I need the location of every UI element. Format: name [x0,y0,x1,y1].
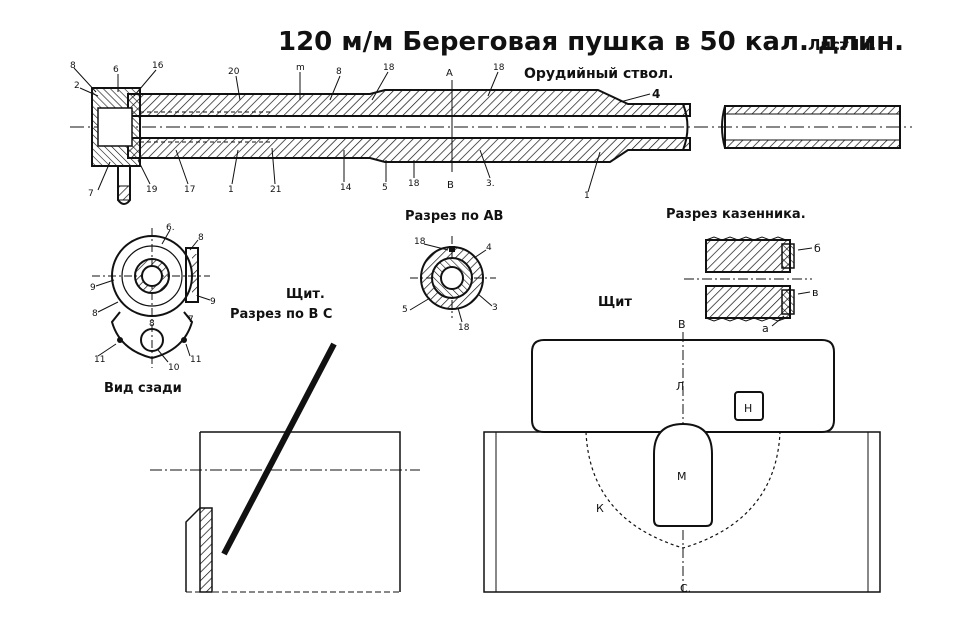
callout-top-18: 18 [383,63,395,73]
rear-callout-8c: 8 [149,319,155,329]
breech-section-drawing: Разрез казенника. б в а [666,207,821,335]
breech-callout-v: в [812,286,818,299]
rear-callout-10: 10 [168,363,180,373]
callout-bot-1b: 1 [584,191,590,201]
shield-letter-n: Н [744,402,752,415]
shield-letter-l: Л [676,380,684,393]
shield-side-caption: Щит. [286,287,325,302]
shield-side-outline [185,431,401,592]
callout-top-8: 8 [70,61,76,71]
ab-callout-18: 18 [414,237,426,247]
callout-bot-21: 21 [270,185,281,195]
callout-bot-3: 3. [486,179,495,189]
section-ab-bore [440,266,464,290]
shield-letter-v: В [678,318,686,331]
callout-top-16: 16 [152,61,164,71]
rear-callout-11a: 11 [94,355,105,365]
callout-bot-17: 17 [184,185,195,195]
rear-callout-8a: 8 [198,233,204,243]
rear-lug-plate [110,311,194,360]
section-bc-caption: Разрез по В С [230,307,332,322]
ab-callout-3: 3 [492,303,498,313]
breech-section-caption: Разрез казенника. [666,207,806,222]
rear-callout-9b: 9 [210,297,216,307]
rear-callout-7: 7 [188,315,194,325]
shield-side-armor-plate [199,507,213,593]
rear-callout-8b: 8 [92,309,98,319]
callout-bot-18: 18 [408,179,420,189]
callout-top-8b: 8 [336,67,342,77]
callout-4: 4 [652,87,660,101]
shield-front-drawing: Щит В Л Н М К С. [483,295,881,595]
shield-side-drawing [150,342,420,593]
ab-callout-4: 4 [486,243,492,253]
shield-front-caption: Щит [598,295,632,310]
breech-callout-b: б [814,242,821,255]
rear-view-caption: Вид сзади [104,381,182,396]
rear-callout-11b: 11 [190,355,201,365]
shield-letter-m: М [677,470,687,483]
rear-callout-6: 6. [166,223,175,233]
barrel-leaders [73,67,651,193]
callout-bot-7: 7 [88,189,94,199]
callout-top-20: 20 [228,67,240,77]
barrel-drawing: 8 2 6 16 20 m 8 18 A 18 Орудийный ствол.… [70,61,912,205]
breech-lower-block [705,285,791,319]
shield-letter-k: К [596,502,604,515]
shield-letter-s: С. [680,582,691,595]
rear-view-drawing: 6. 8 9 8 8 7 9 11 10 11 Вид сзади [90,223,216,396]
shield-gun-slot [653,422,713,527]
shield-sight-box [734,391,764,421]
callout-top-6: 6 [113,65,119,75]
rear-callout-9a: 9 [90,283,96,293]
sheet-title: 120 м/м Береговая пушка в 50 кал. длин. [278,27,904,57]
callout-bot-1: 1 [228,185,234,195]
callout-top-m: m [296,63,305,73]
breech-upper-block [705,239,791,273]
barrel-caption: Орудийный ствол. [524,66,673,82]
callout-bot-19: 19 [146,185,158,195]
sheet-number: Лист III. [808,36,876,54]
ab-callout-18b: 18 [458,323,470,333]
section-ab-caption: Разрез по АВ [405,209,503,224]
callout-bot-5: 5 [382,183,388,193]
section-label-a: A [446,68,453,79]
ab-callout-5: 5 [402,305,408,315]
breech-callout-a: а [762,322,769,335]
callout-bot-14: 14 [340,183,352,193]
shield-side-rod [221,342,337,556]
callout-top-2: 2 [74,81,80,91]
section-ab-drawing: Разрез по АВ 18 4 5 3 18 [402,209,503,333]
shield-traverse-arc [585,431,781,549]
section-label-b: B [447,180,454,191]
callout-top-18b: 18 [493,63,505,73]
barrel-lower-wall [127,137,691,163]
rear-bore [141,265,163,287]
